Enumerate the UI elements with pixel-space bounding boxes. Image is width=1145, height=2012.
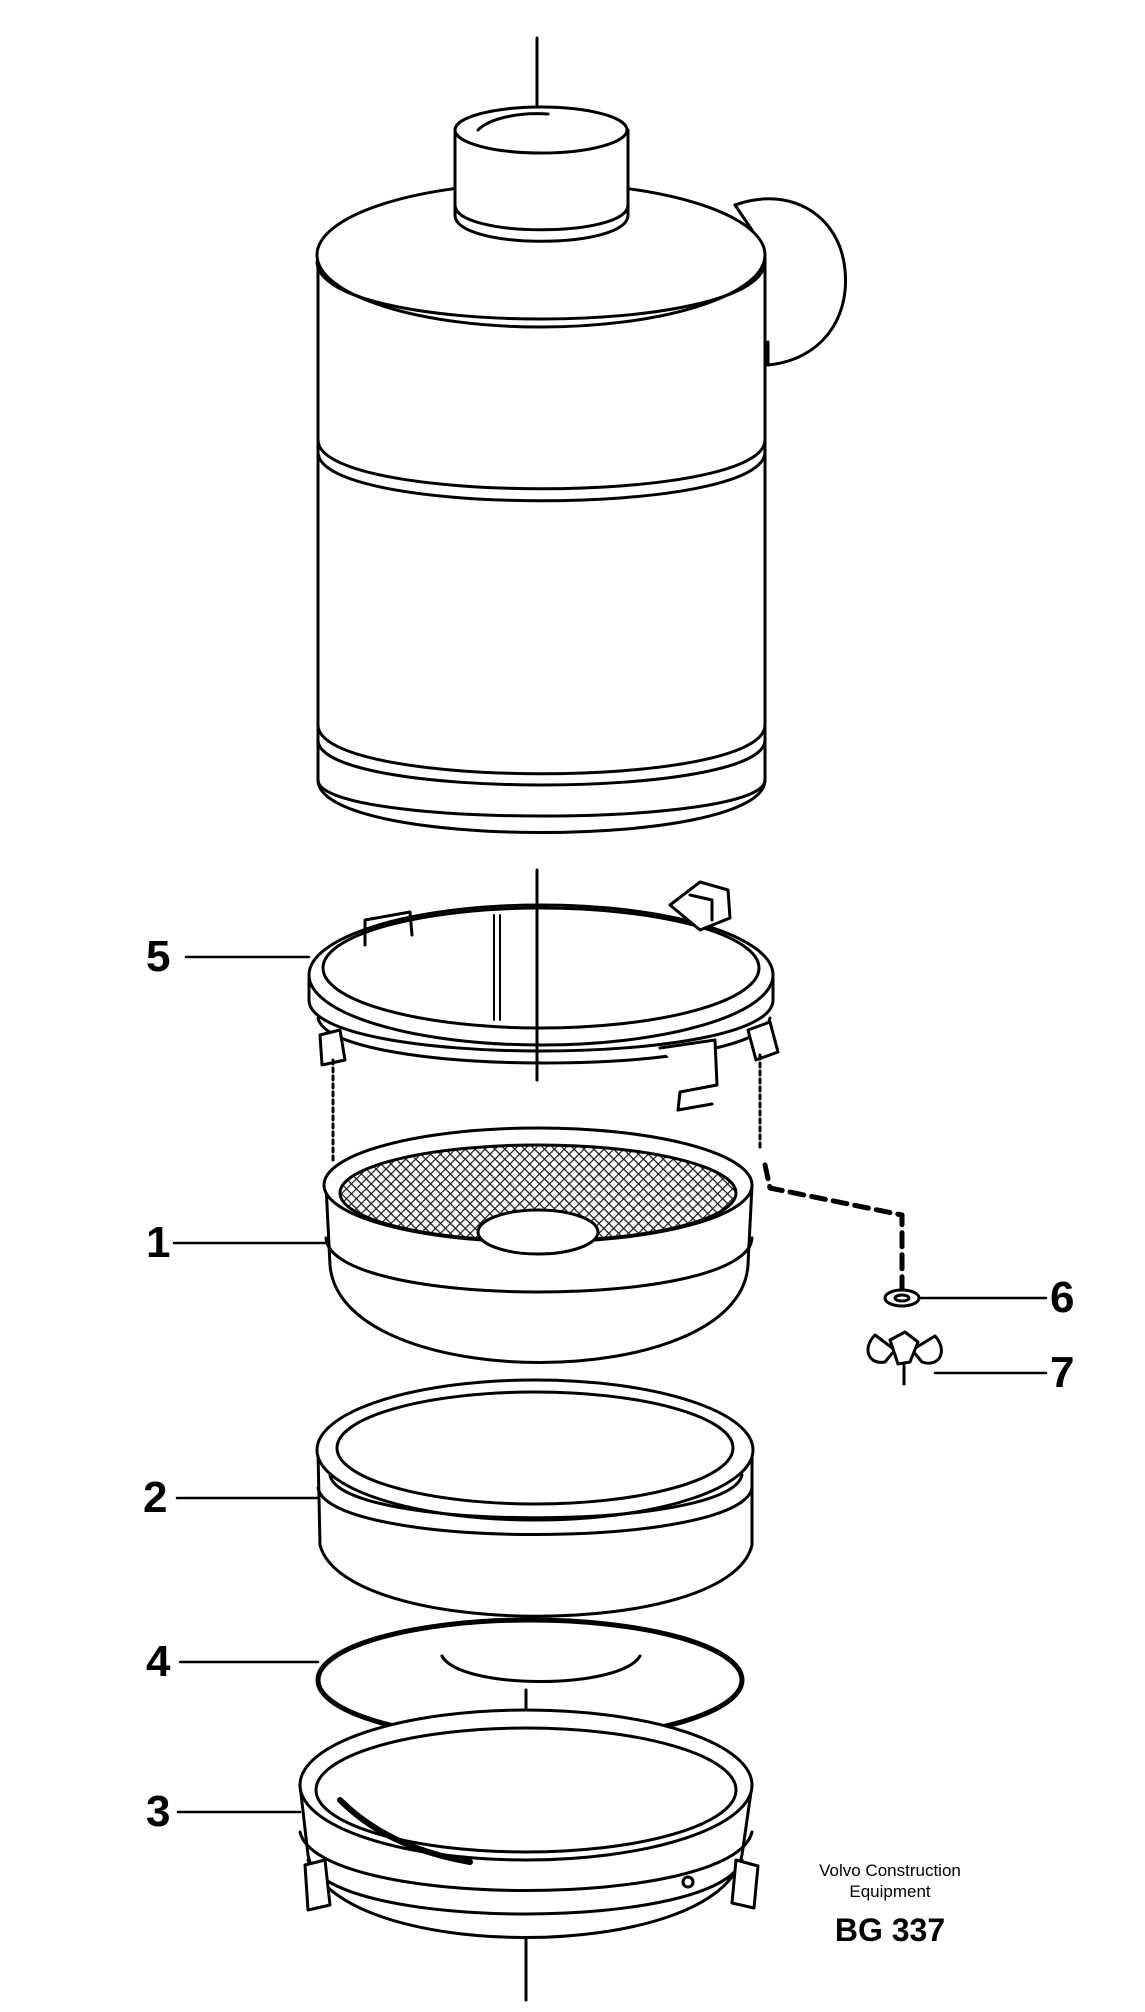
credit-line-2: Equipment — [849, 1882, 931, 1901]
manufacturer-credit: Volvo Construction Equipment — [780, 1860, 1000, 1902]
callout-7: 7 — [1050, 1348, 1075, 1397]
callout-3: 3 — [146, 1787, 171, 1836]
clamp-ring-part-5 — [307, 880, 780, 1162]
screen-tray-part-1 — [322, 1126, 754, 1364]
bolt-link-dashed — [762, 1162, 905, 1293]
callout-5: 5 — [146, 932, 171, 981]
wing-nut-part-7 — [866, 1330, 943, 1386]
callout-6: 6 — [1050, 1273, 1075, 1322]
dust-cup-part-2 — [315, 1378, 755, 1618]
figure-code: BG 337 — [834, 1912, 946, 1948]
leader-lines — [172, 955, 1048, 1814]
credit-line-1: Volvo Construction — [819, 1861, 961, 1880]
callout-2: 2 — [143, 1473, 168, 1522]
washer-part-6 — [883, 1288, 921, 1308]
filter-housing — [315, 105, 848, 834]
bottom-bowl-part-3 — [298, 1708, 760, 1939]
callout-1: 1 — [146, 1218, 171, 1267]
callout-4: 4 — [146, 1637, 171, 1686]
